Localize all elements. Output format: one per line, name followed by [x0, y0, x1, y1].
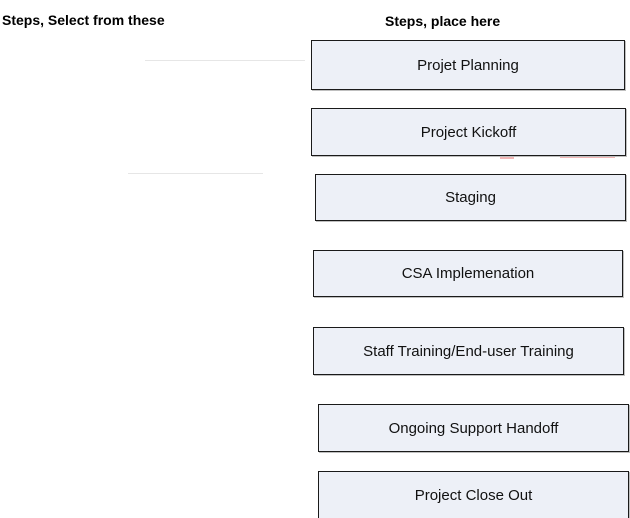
- step-box-staging[interactable]: Staging: [315, 174, 626, 221]
- step-box-csa-implementation[interactable]: CSA Implemenation: [313, 250, 623, 297]
- step-label: Project Close Out: [414, 486, 533, 504]
- scan-artifact-mark: [560, 156, 615, 158]
- step-box-staff-training[interactable]: Staff Training/End-user Training: [313, 327, 624, 375]
- step-box-project-kickoff[interactable]: Project Kickoff: [311, 108, 626, 156]
- scan-artifact-line: [128, 173, 263, 174]
- step-label: CSA Implemenation: [401, 265, 535, 282]
- step-label: Staff Training/End-user Training: [363, 342, 574, 360]
- step-label: Staging: [445, 189, 496, 206]
- place-area-heading: Steps, place here: [385, 13, 501, 29]
- scan-artifact-mark: [500, 157, 514, 159]
- step-label: Ongoing Support Handoff: [388, 419, 559, 437]
- step-box-ongoing-support-handoff[interactable]: Ongoing Support Handoff: [318, 404, 629, 452]
- step-box-project-close-out[interactable]: Project Close Out: [318, 471, 629, 518]
- step-box-project-planning[interactable]: Projet Planning: [311, 40, 625, 90]
- step-label: Projet Planning: [417, 56, 519, 74]
- select-area-heading: Steps, Select from these: [2, 12, 165, 28]
- step-label: Project Kickoff: [420, 123, 517, 141]
- scan-artifact-line: [145, 60, 305, 61]
